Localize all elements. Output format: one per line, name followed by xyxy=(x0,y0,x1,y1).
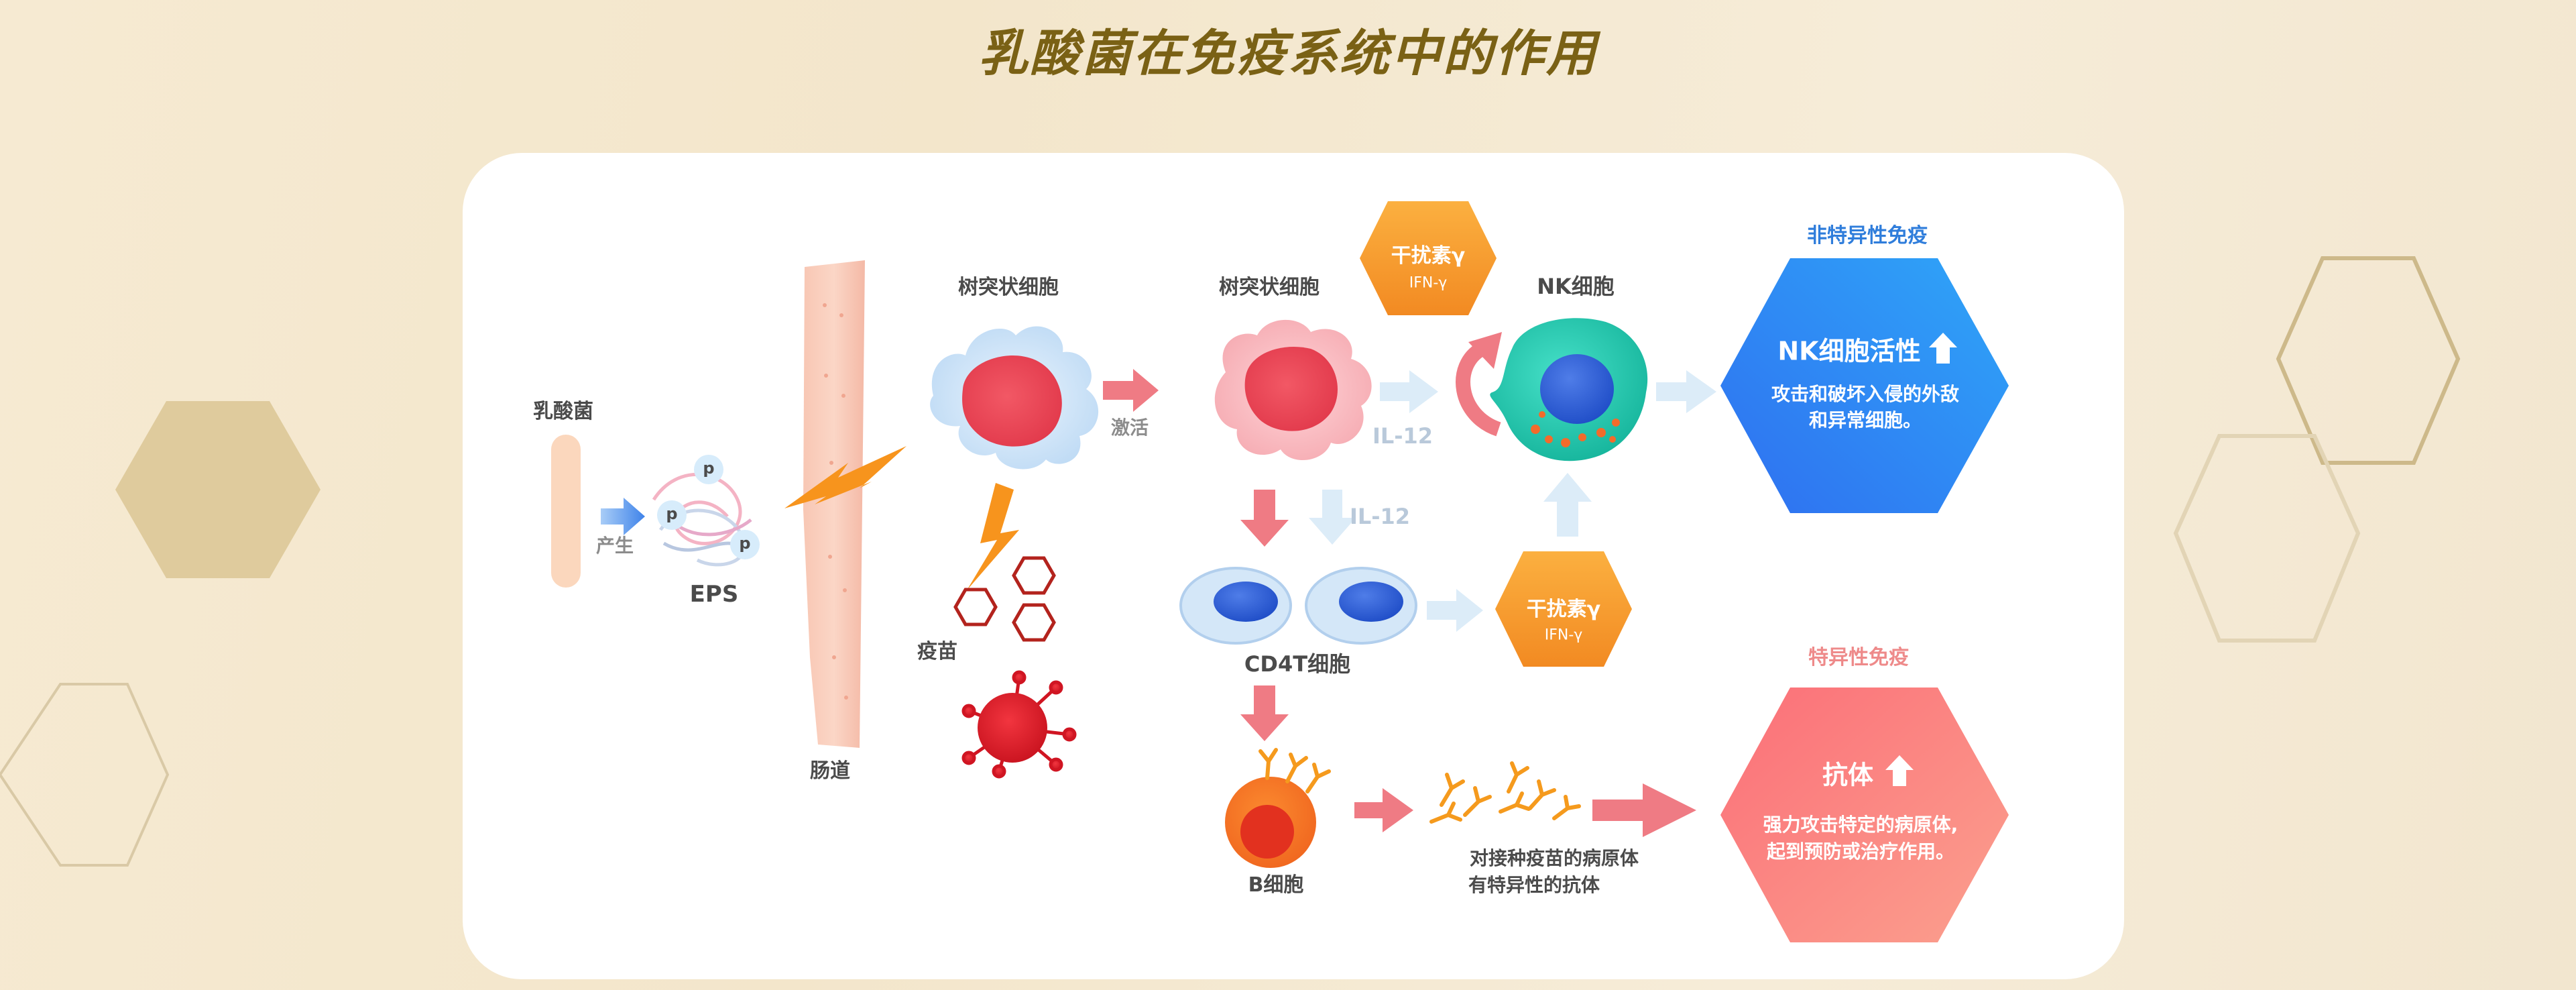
b-cell-nucleus xyxy=(1240,805,1294,859)
ifn-hexagon-bottom xyxy=(1495,551,1632,667)
nk-cell-nucleus xyxy=(1540,354,1614,424)
label-antibody-line1: 对接种疫苗的病原体 xyxy=(1469,847,1639,869)
arrow-circular xyxy=(1456,342,1502,437)
arrow-il12-down xyxy=(1309,490,1356,545)
lactobacillus-rod xyxy=(551,435,581,588)
arrow-cd4t-to-ifn xyxy=(1427,589,1483,632)
arrow-activate xyxy=(1103,369,1159,412)
ifn-top-title: 干扰素γ xyxy=(1391,244,1466,268)
label-dendritic-cell-2: 树突状细胞 xyxy=(1219,276,1320,299)
vaccine-hexagon-3 xyxy=(1012,603,1056,642)
label-produce: 产生 xyxy=(595,535,634,557)
p-bubble-2 xyxy=(657,500,687,530)
lightning-vaccine xyxy=(967,483,1019,590)
ifn-hexagon-top xyxy=(1360,201,1497,315)
nonspecific-up-arrow xyxy=(1929,333,1957,364)
dendritic-cell-1-nucleus xyxy=(962,355,1062,447)
nonspecific-heading: 非特异性免疫 xyxy=(1807,224,1928,248)
specific-desc-line1: 强力攻击特定的病原体, xyxy=(1763,814,1958,836)
nonspecific-main: NK细胞活性 xyxy=(1777,336,1921,366)
ifn-bottom-subtitle: IFN-γ xyxy=(1544,626,1583,644)
cd4t-cell-1-nucleus xyxy=(1214,582,1278,622)
label-intestine: 肠道 xyxy=(810,759,850,783)
dendritic-cell-2-nucleus xyxy=(1244,346,1338,431)
label-dendritic-cell-1: 树突状细胞 xyxy=(958,276,1059,299)
decor-hexagon-filled xyxy=(115,401,320,578)
p-label-1: p xyxy=(703,459,715,478)
antibody-icons xyxy=(1429,761,1581,824)
cd4t-cell-2-nucleus xyxy=(1339,582,1403,622)
label-nk-cell: NK细胞 xyxy=(1537,274,1615,299)
vaccine-hexagon-2 xyxy=(953,588,998,626)
label-antibody-line2: 有特异性的抗体 xyxy=(1468,874,1600,896)
nonspecific-desc-line2: 和异常细胞。 xyxy=(1808,409,1922,431)
decor-hexagon-outline-left xyxy=(0,683,170,867)
label-lactobacillus: 乳酸菌 xyxy=(533,400,593,423)
nonspecific-hexagon xyxy=(1720,258,2009,513)
nk-granules xyxy=(1531,411,1620,447)
b-cell-receptors xyxy=(1258,748,1331,793)
specific-desc-line2: 起到预防或治疗作用。 xyxy=(1766,840,1955,863)
p-bubble-1 xyxy=(694,455,723,484)
label-b-cell: B细胞 xyxy=(1248,873,1304,897)
ifn-top-subtitle: IFN-γ xyxy=(1409,274,1448,292)
vaccine-hexagon-1 xyxy=(1012,556,1056,595)
label-activate: 激活 xyxy=(1110,417,1149,439)
arrow-nk-to-nonspecific xyxy=(1656,370,1716,413)
specific-main: 抗体 xyxy=(1822,760,1874,790)
virus xyxy=(961,670,1077,779)
p-label-2: p xyxy=(666,504,678,523)
decor-hexagon-outline-right-bottom xyxy=(2173,434,2361,643)
intestine-wall xyxy=(803,260,865,748)
arrow-produce xyxy=(601,498,645,535)
page-title: 乳酸菌在免疫系统中的作用 xyxy=(978,25,1598,82)
lightning-intestine xyxy=(784,446,906,508)
decor-hexagon-outline-right-top xyxy=(2276,256,2461,465)
label-il12-2: IL-12 xyxy=(1349,504,1411,529)
label-eps: EPS xyxy=(689,581,739,608)
arrow-cd4t-to-b xyxy=(1240,685,1289,741)
label-cd4t: CD4T细胞 xyxy=(1244,651,1351,677)
label-vaccine: 疫苗 xyxy=(917,640,957,663)
arrow-dc-to-cd4t xyxy=(1240,490,1289,547)
label-il12-1: IL-12 xyxy=(1372,423,1433,449)
arrow-b-to-antibody xyxy=(1354,788,1413,832)
specific-up-arrow xyxy=(1885,755,1914,786)
p-bubble-3 xyxy=(730,530,760,559)
arrow-antibody-to-specific xyxy=(1592,783,1696,837)
specific-heading: 特异性免疫 xyxy=(1808,646,1909,669)
ifn-bottom-title: 干扰素γ xyxy=(1526,598,1601,621)
arrow-il12-right xyxy=(1380,370,1438,413)
p-label-3: p xyxy=(739,534,751,553)
arrow-ifn-up xyxy=(1543,473,1592,537)
nonspecific-desc-line1: 攻击和破坏入侵的外敌 xyxy=(1771,383,1960,405)
specific-hexagon xyxy=(1720,688,2009,942)
